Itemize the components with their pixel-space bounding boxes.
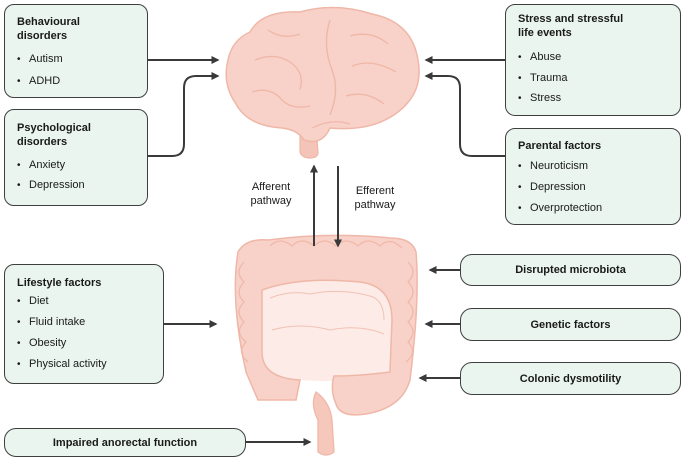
list-item: •Obesity	[17, 337, 67, 349]
arrow-psychological	[148, 72, 220, 157]
list-item: •Fluid intake	[17, 316, 86, 328]
list-item: •Neuroticism	[518, 160, 589, 172]
impaired-anorectal-function-box: Impaired anorectal function	[4, 428, 246, 457]
list-item: •Physical activity	[17, 358, 107, 370]
list-item: •Abuse	[518, 51, 562, 63]
lifestyle-factors-box: Lifestyle factors •Diet •Fluid intake •O…	[4, 264, 164, 384]
psychological-disorders-box: Psychological disorders •Anxiety •Depres…	[4, 109, 148, 206]
psychological-disorders-title: Psychological disorders	[17, 122, 91, 148]
list-item: •Depression	[518, 181, 586, 193]
list-item: •Autism	[17, 53, 63, 65]
disrupted-microbiota-box: Disrupted microbiota	[460, 254, 681, 286]
list-item: •Depression	[17, 179, 85, 191]
efferent-pathway-label: Efferent pathway	[354, 185, 396, 211]
stress-events-box: Stress and stressful life events •Abuse …	[505, 4, 681, 116]
list-item: •Diet	[17, 295, 49, 307]
list-item: •Trauma	[518, 72, 568, 84]
parental-factors-box: Parental factors •Neuroticism •Depressio…	[505, 128, 681, 225]
colonic-dysmotility-box: Colonic dysmotility	[460, 362, 681, 395]
stress-events-title: Stress and stressful life events	[518, 13, 624, 39]
parental-factors-title: Parental factors	[518, 140, 602, 152]
list-item: •ADHD	[17, 75, 61, 87]
arrow-parental	[424, 72, 505, 157]
lifestyle-factors-title: Lifestyle factors	[17, 277, 102, 289]
list-item: •Overprotection	[518, 202, 603, 214]
list-item: •Anxiety	[17, 159, 66, 171]
behavioural-disorders-box: Behavioural disorders •Autism •ADHD	[4, 4, 148, 98]
colon-icon	[234, 234, 418, 456]
list-item: •Stress	[518, 92, 562, 104]
afferent-pathway-label: Afferent pathway	[250, 181, 292, 207]
genetic-factors-box: Genetic factors	[460, 308, 681, 341]
behavioural-disorders-title: Behavioural disorders	[17, 16, 80, 42]
brain-icon	[225, 6, 420, 159]
